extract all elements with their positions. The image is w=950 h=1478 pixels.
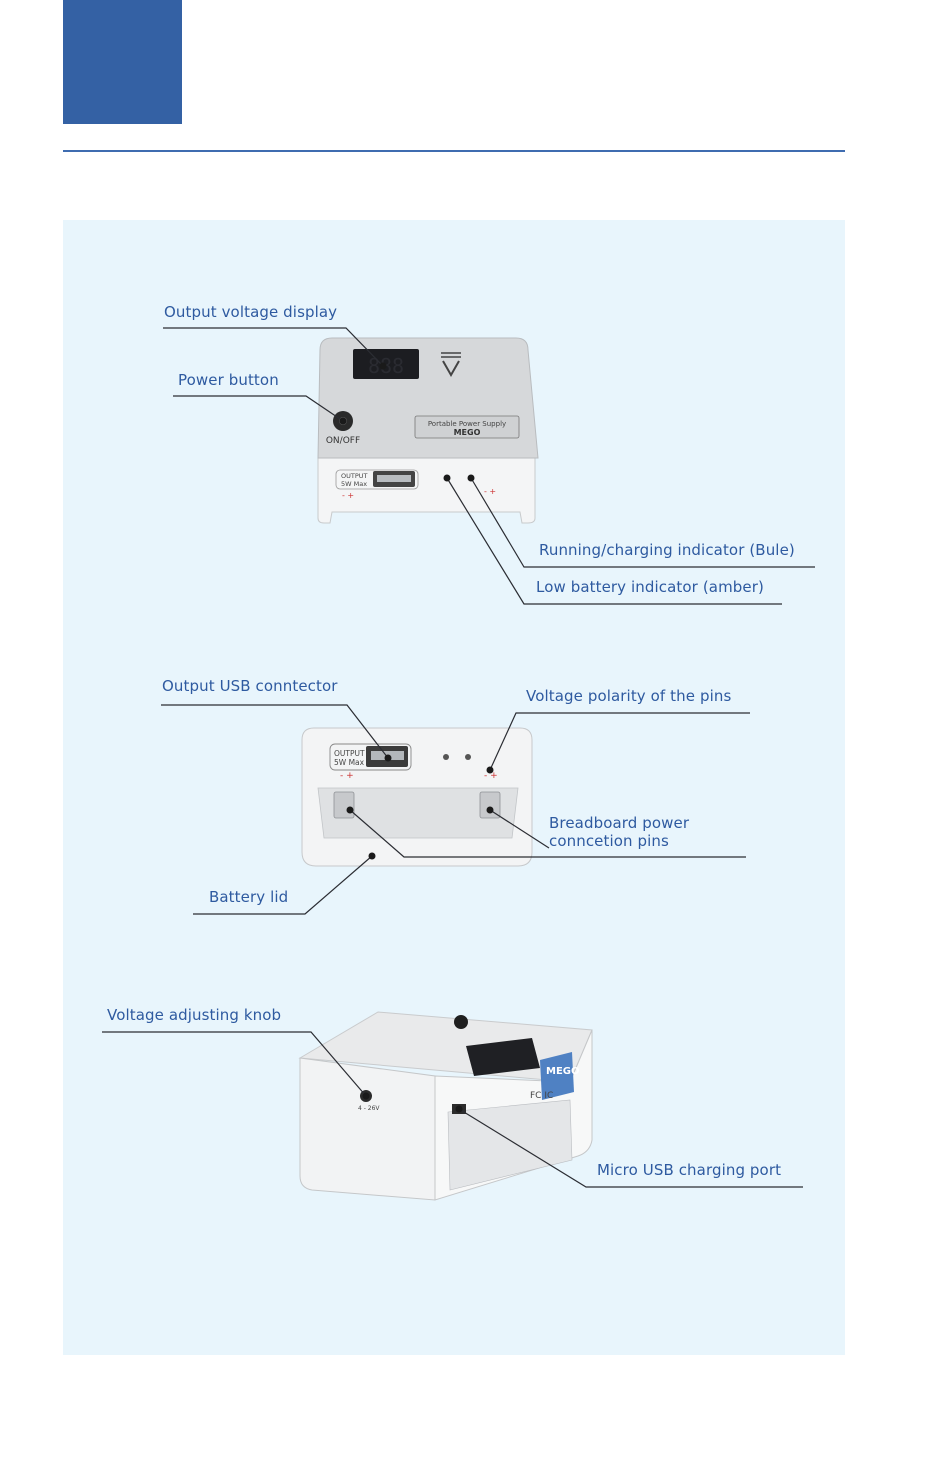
label-output-voltage-display: Output voltage display [164,303,338,321]
device-top-view: 888 ON/OFF Portable Power Supply MEGO OU… [317,337,539,524]
svg-text:OUTPUT: OUTPUT [334,749,365,758]
label-voltage-polarity: Voltage polarity of the pins [526,687,732,705]
svg-text:MEGO: MEGO [454,428,481,437]
device-front-leader-lines [161,704,750,915]
device-front-view: OUTPUT 5W Max - + - + [301,727,533,867]
label-running-indicator: Running/charging indicator (Bule) [539,541,795,559]
label-breadboard-pins-line2: conncetion pins [549,832,669,850]
svg-text:- +: - + [484,771,498,781]
device-rear-view: MEGO FC IC 4 - 26V [298,1011,593,1201]
label-output-usb-connector: Output USB conntector [162,677,338,695]
label-micro-usb-port: Micro USB charging port [597,1161,782,1179]
label-voltage-knob: Voltage adjusting knob [107,1006,282,1024]
svg-text:- +: - + [484,487,496,496]
svg-text:- +: - + [340,771,354,781]
device-rear-leader-lines [102,1031,803,1188]
brand-label [540,1052,574,1100]
svg-text:MEGO: MEGO [546,1066,580,1077]
svg-text:- +: - + [342,491,354,500]
svg-text:Portable Power Supply: Portable Power Supply [428,420,506,428]
logo-icon [441,352,461,378]
device-top-leader-dots [339,362,475,482]
device-front-leader-dots [346,754,494,860]
svg-text:OUTPUT: OUTPUT [341,472,368,480]
label-breadboard-pins-line1: Breadboard power [549,814,690,832]
on-off-text: ON/OFF [326,436,360,446]
svg-text:5W Max: 5W Max [334,758,365,767]
top-knob-icon [454,1015,468,1029]
svg-text:5W Max: 5W Max [341,480,367,488]
device-rear-leader-dots [362,1092,463,1113]
device-top-leader-lines [163,327,815,605]
svg-text:FC IC: FC IC [530,1091,553,1101]
name-plate [414,415,520,439]
label-low-battery-indicator: Low battery indicator (amber) [536,578,764,596]
section-color-tab [63,0,182,124]
header-rule [63,150,845,152]
voltage-display [353,349,419,379]
label-power-button: Power button [178,371,279,389]
label-battery-lid: Battery lid [209,888,289,906]
svg-text:4 - 26V: 4 - 26V [358,1105,380,1112]
